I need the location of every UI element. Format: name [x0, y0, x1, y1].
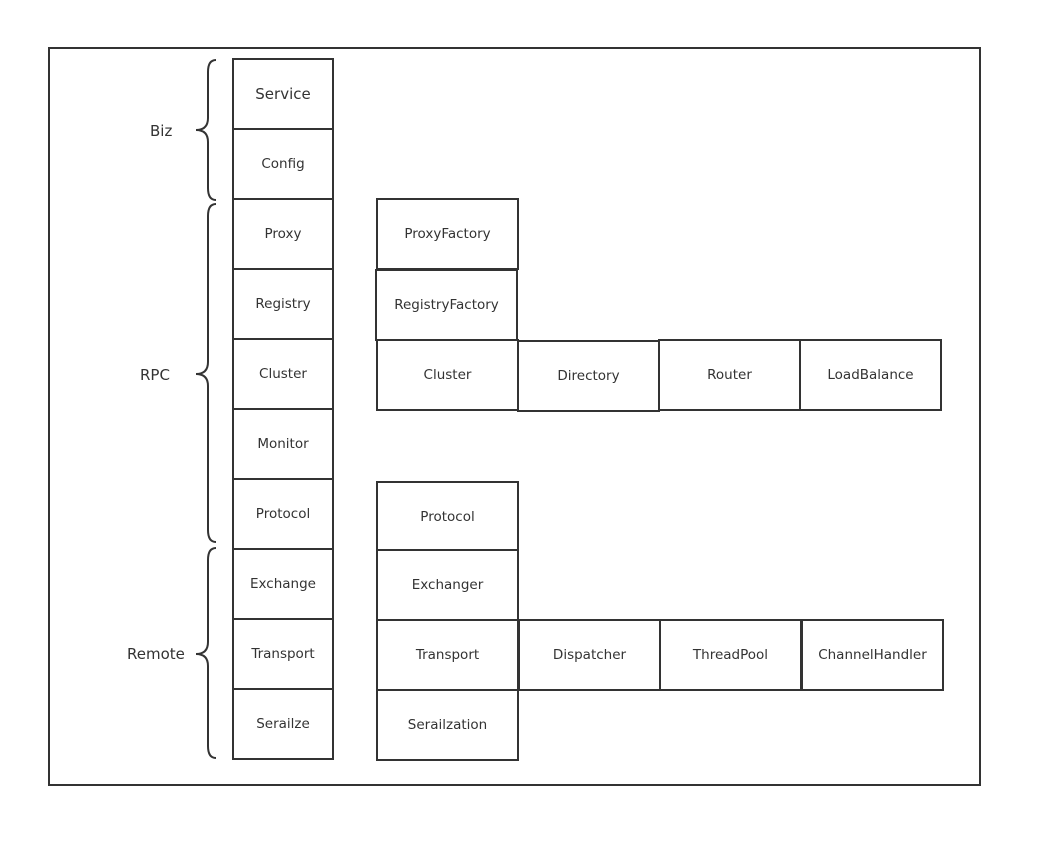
component-exchanger: Exchanger [376, 549, 519, 621]
layer-serialize: Serailze [232, 688, 334, 760]
layer-service: Service [232, 58, 334, 130]
group-label-rpc: RPC [140, 366, 170, 384]
component-thread-pool: ThreadPool [659, 619, 802, 691]
component-serialization: Serailzation [376, 689, 519, 761]
component-cluster: Cluster [376, 339, 519, 411]
component-dispatcher: Dispatcher [518, 619, 661, 691]
diagram-frame [48, 47, 981, 786]
component-load-balance: LoadBalance [799, 339, 942, 411]
component-proxy-factory: ProxyFactory [376, 198, 519, 270]
layer-protocol: Protocol [232, 478, 334, 550]
component-router: Router [658, 339, 801, 411]
layer-proxy: Proxy [232, 198, 334, 270]
component-registry-factory: RegistryFactory [375, 269, 518, 341]
component-transport: Transport [376, 619, 519, 691]
component-protocol: Protocol [376, 481, 519, 553]
layer-exchange: Exchange [232, 548, 334, 620]
layer-config: Config [232, 128, 334, 200]
component-directory: Directory [517, 340, 660, 412]
layer-transport: Transport [232, 618, 334, 690]
layer-cluster: Cluster [232, 338, 334, 410]
component-channel-handler: ChannelHandler [801, 619, 944, 691]
layer-registry: Registry [232, 268, 334, 340]
group-label-biz: Biz [150, 122, 173, 140]
group-label-remote: Remote [127, 645, 185, 663]
layer-monitor: Monitor [232, 408, 334, 480]
